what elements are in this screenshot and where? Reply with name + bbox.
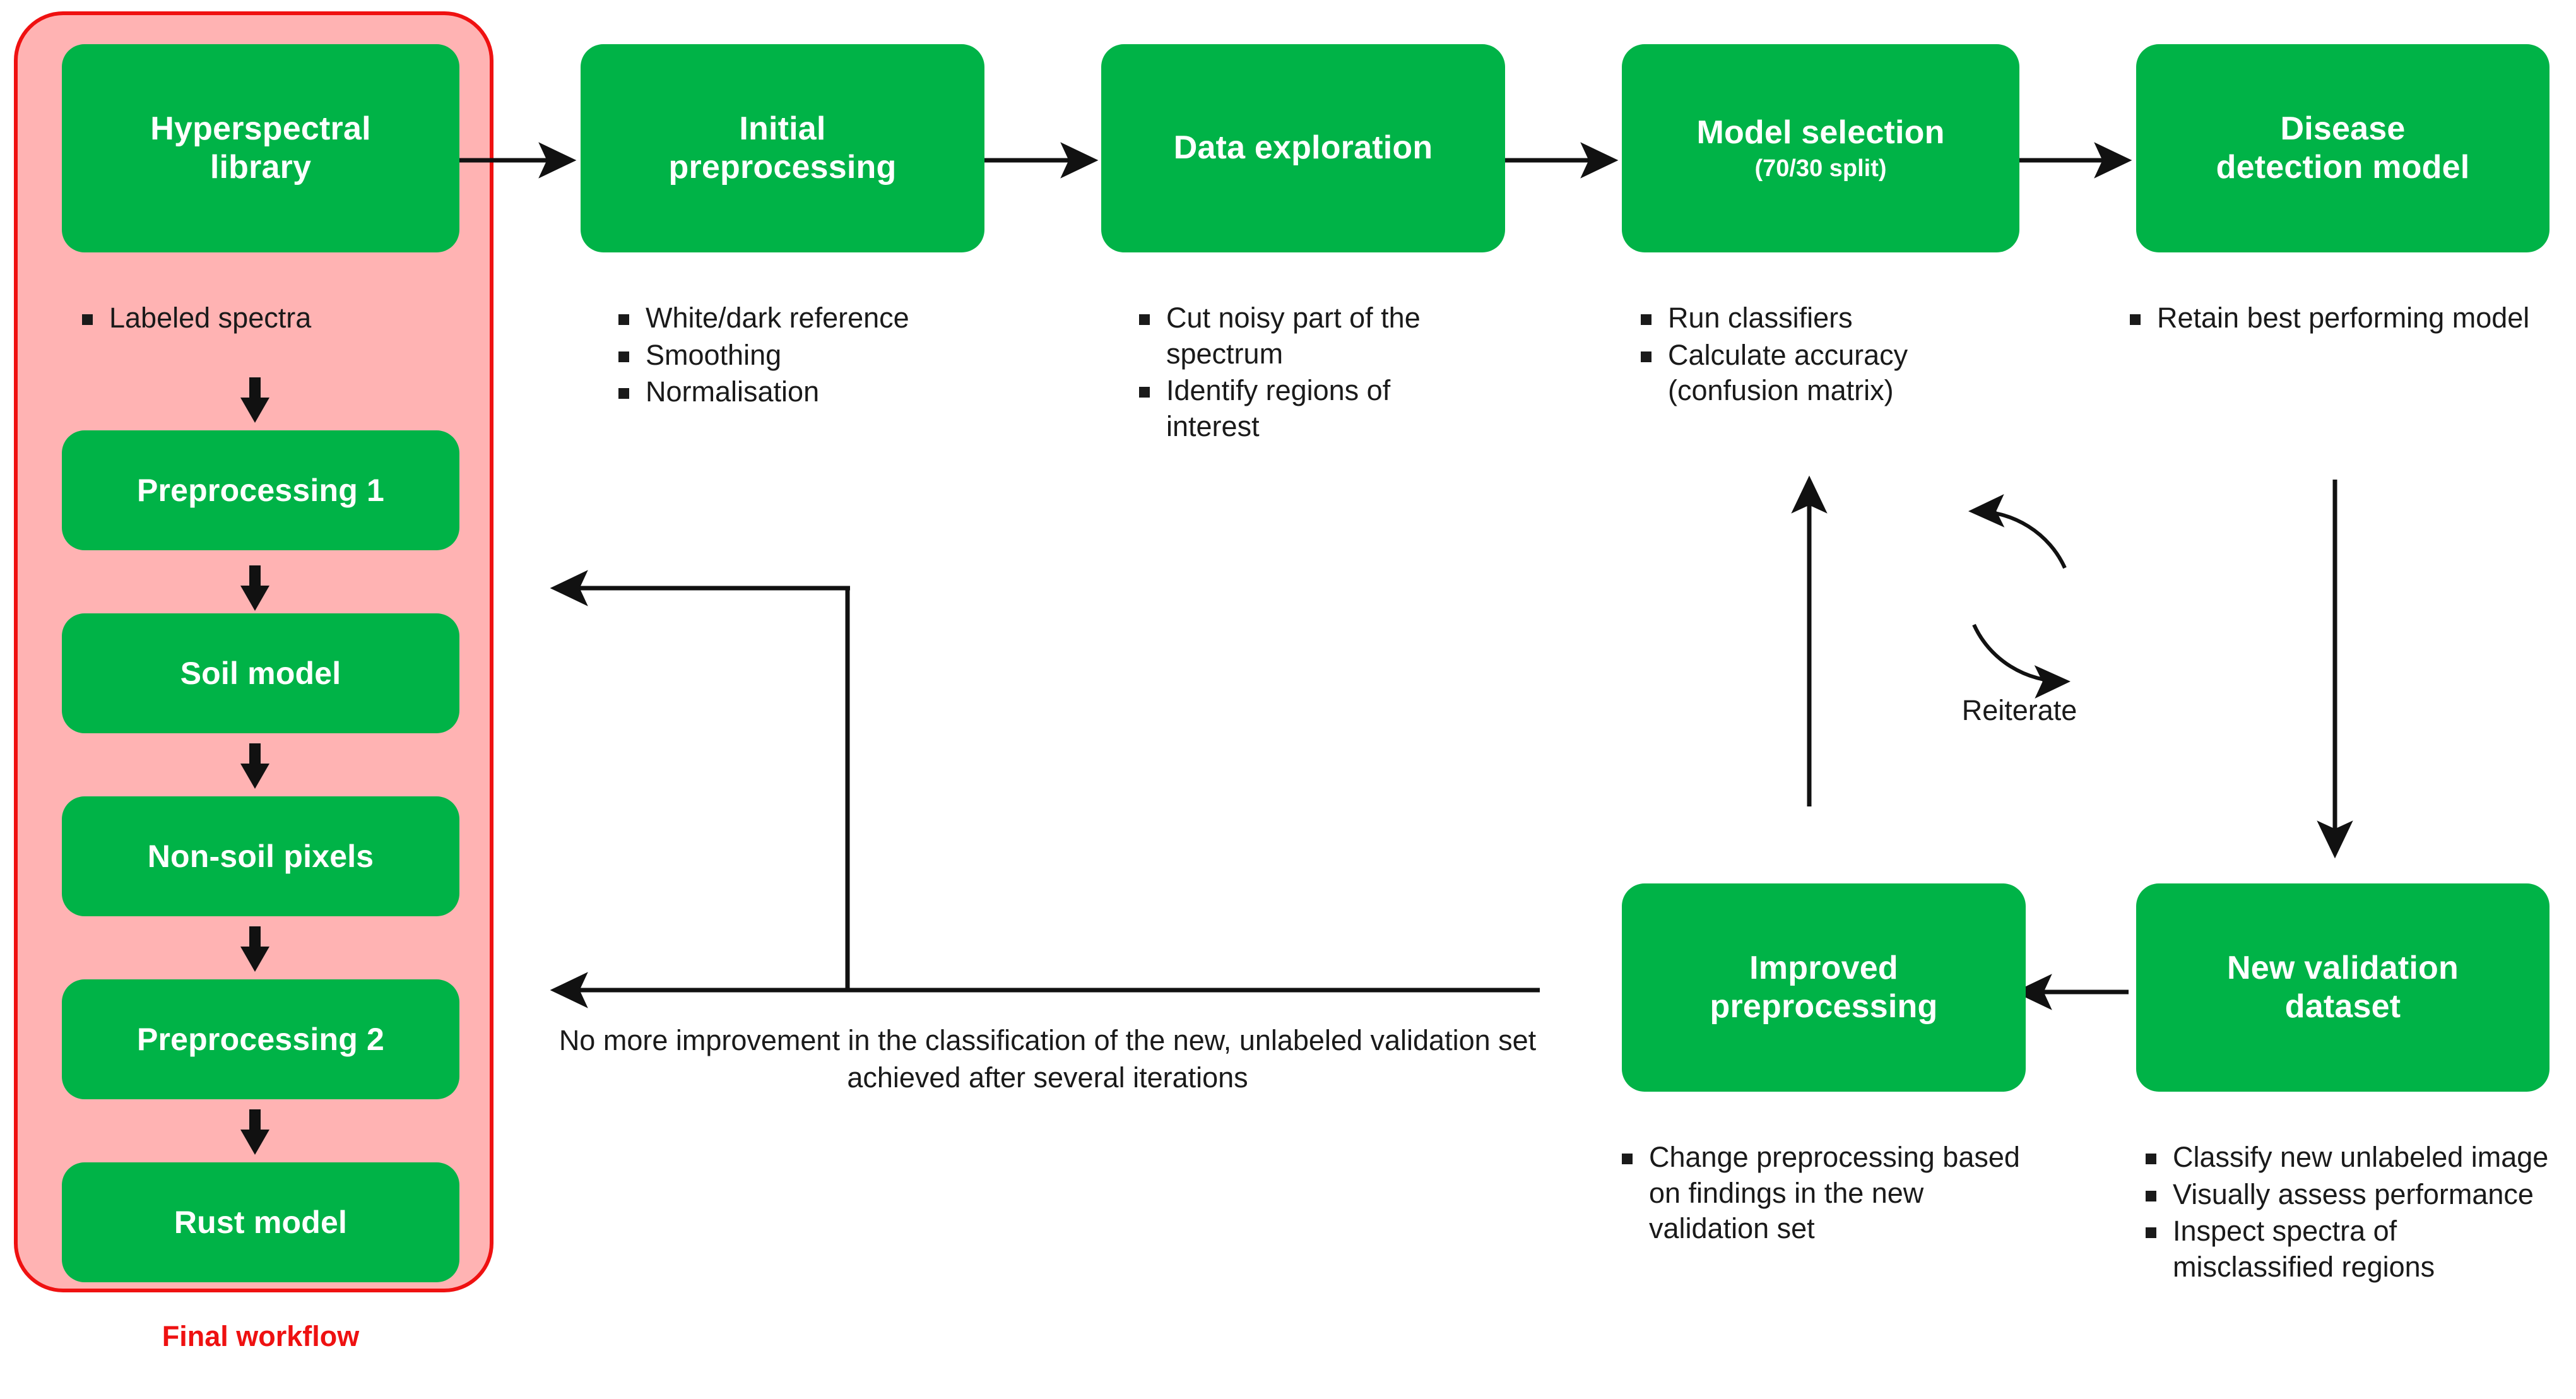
list-item: Classify new unlabeled image (2146, 1140, 2549, 1176)
list-item: Run classifiers (1641, 300, 2007, 336)
bullet-square-icon (1641, 351, 1651, 362)
bullets-hyperspectral-library: Labeled spectra (82, 300, 461, 338)
list-item: Inspect spectra of misclassified regions (2146, 1213, 2549, 1285)
node-title: Model selection (1696, 114, 1945, 151)
reiterate-label: Reiterate (1961, 694, 2077, 726)
bullet-square-icon (82, 314, 93, 325)
node-title: Rust model (174, 1204, 348, 1240)
node-title: Disease detection model (2216, 110, 2470, 186)
bullet-square-icon (2130, 314, 2141, 325)
node-disease-detection-model[interactable]: Disease detection model (2136, 44, 2549, 252)
bullet-square-icon (2146, 1154, 2156, 1164)
node-preprocessing-1[interactable]: Preprocessing 1 (62, 430, 459, 550)
node-title: Preprocessing 1 (136, 472, 385, 508)
bullets-initial-preprocessing: White/dark reference Smoothing Normalisa… (618, 300, 921, 411)
list-item: Cut noisy part of the spectrum (1139, 300, 1480, 372)
node-title: Soil model (180, 655, 341, 691)
list-item: Change preprocessing based on findings i… (1622, 1140, 2026, 1247)
bullet-square-icon (1641, 314, 1651, 325)
final-workflow-label: Final workflow (162, 1320, 360, 1352)
bullet-square-icon (1622, 1154, 1633, 1164)
node-title: Preprocessing 2 (136, 1021, 385, 1057)
node-data-exploration[interactable]: Data exploration (1101, 44, 1505, 252)
node-new-validation-dataset[interactable]: New validation dataset (2136, 883, 2549, 1092)
bullets-new-validation-dataset: Classify new unlabeled image Visually as… (2146, 1140, 2549, 1287)
node-title: Improved preprocessing (1710, 949, 1938, 1025)
bullets-improved-preprocessing: Change preprocessing based on findings i… (1622, 1140, 2026, 1248)
node-hyperspectral-library[interactable]: Hyperspectral library (62, 44, 459, 252)
node-rust-model[interactable]: Rust model (62, 1162, 459, 1282)
node-title: Hyperspectral library (150, 110, 371, 186)
node-non-soil-pixels[interactable]: Non-soil pixels (62, 796, 459, 916)
node-improved-preprocessing[interactable]: Improved preprocessing (1622, 883, 2026, 1092)
list-item: Smoothing (618, 338, 921, 374)
bullet-square-icon (2146, 1227, 2156, 1239)
list-item: White/dark reference (618, 300, 921, 336)
list-item: Normalisation (618, 374, 921, 410)
node-title: New validation dataset (2227, 949, 2459, 1025)
bullet-square-icon (618, 351, 629, 362)
list-item: Calculate accuracy (confusion matrix) (1641, 338, 2007, 409)
bullet-square-icon (618, 388, 629, 399)
list-item: Visually assess performance (2146, 1177, 2549, 1213)
bullets-disease-detection-model: Retain best performing model (2130, 300, 2534, 338)
list-item: Identify regions of interest (1139, 373, 1480, 444)
node-initial-preprocessing[interactable]: Initial preprocessing (581, 44, 984, 252)
node-subtitle: (70/30 split) (1754, 155, 1887, 182)
bullet-square-icon (1139, 314, 1150, 325)
node-title: Data exploration (1173, 129, 1433, 167)
bullets-data-exploration: Cut noisy part of the spectrum Identify … (1139, 300, 1480, 446)
list-item: Retain best performing model (2130, 300, 2534, 336)
node-soil-model[interactable]: Soil model (62, 613, 459, 733)
bullet-square-icon (618, 314, 629, 325)
list-item: Labeled spectra (82, 300, 461, 336)
bullet-square-icon (2146, 1190, 2156, 1201)
bullet-square-icon (1139, 387, 1150, 398)
bullets-model-selection: Run classifiers Calculate accuracy (conf… (1641, 300, 2007, 410)
node-model-selection[interactable]: Model selection (70/30 split) (1622, 44, 2019, 252)
no-improvement-caption: No more improvement in the classificatio… (558, 1024, 1537, 1094)
node-title: Initial preprocessing (668, 110, 897, 186)
node-preprocessing-2[interactable]: Preprocessing 2 (62, 979, 459, 1099)
node-title: Non-soil pixels (147, 838, 374, 874)
